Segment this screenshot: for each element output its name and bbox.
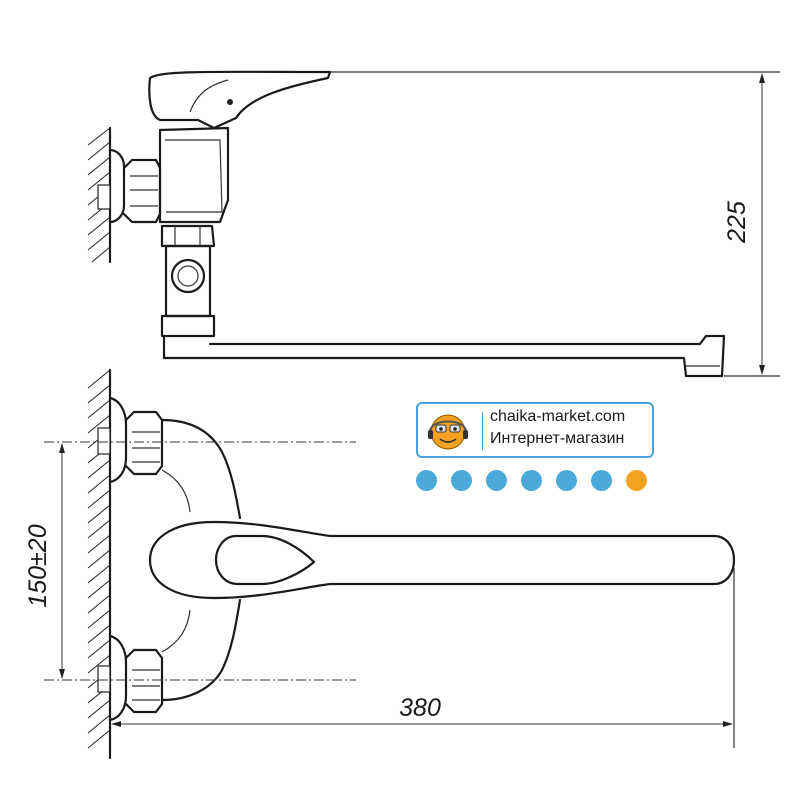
top-view: 150±20 380 — [24, 368, 736, 760]
dot-6 — [591, 470, 612, 491]
side-view: 225 — [87, 70, 780, 378]
smiley-mascot-icon — [428, 414, 468, 450]
dimension-spout-length-label: 380 — [399, 694, 441, 722]
dot-1 — [416, 470, 437, 491]
dot-7 — [626, 470, 647, 491]
decorative-dots — [416, 470, 656, 492]
logo-tagline: Интернет-магазин — [490, 430, 625, 447]
logo-site-name: chaika-market.com — [490, 408, 626, 425]
dot-5 — [556, 470, 577, 491]
dot-4 — [521, 470, 542, 491]
logo-divider — [482, 412, 483, 450]
wall-hatch-bottom — [87, 368, 112, 760]
dot-3 — [486, 470, 507, 491]
dot-2 — [451, 470, 472, 491]
dimension-mount-spacing-label: 150±20 — [24, 524, 52, 607]
dimension-height-label: 225 — [723, 201, 751, 244]
wall-hatch-top — [87, 126, 112, 264]
store-logo[interactable]: chaika-market.com Интернет-магазин — [416, 402, 654, 458]
